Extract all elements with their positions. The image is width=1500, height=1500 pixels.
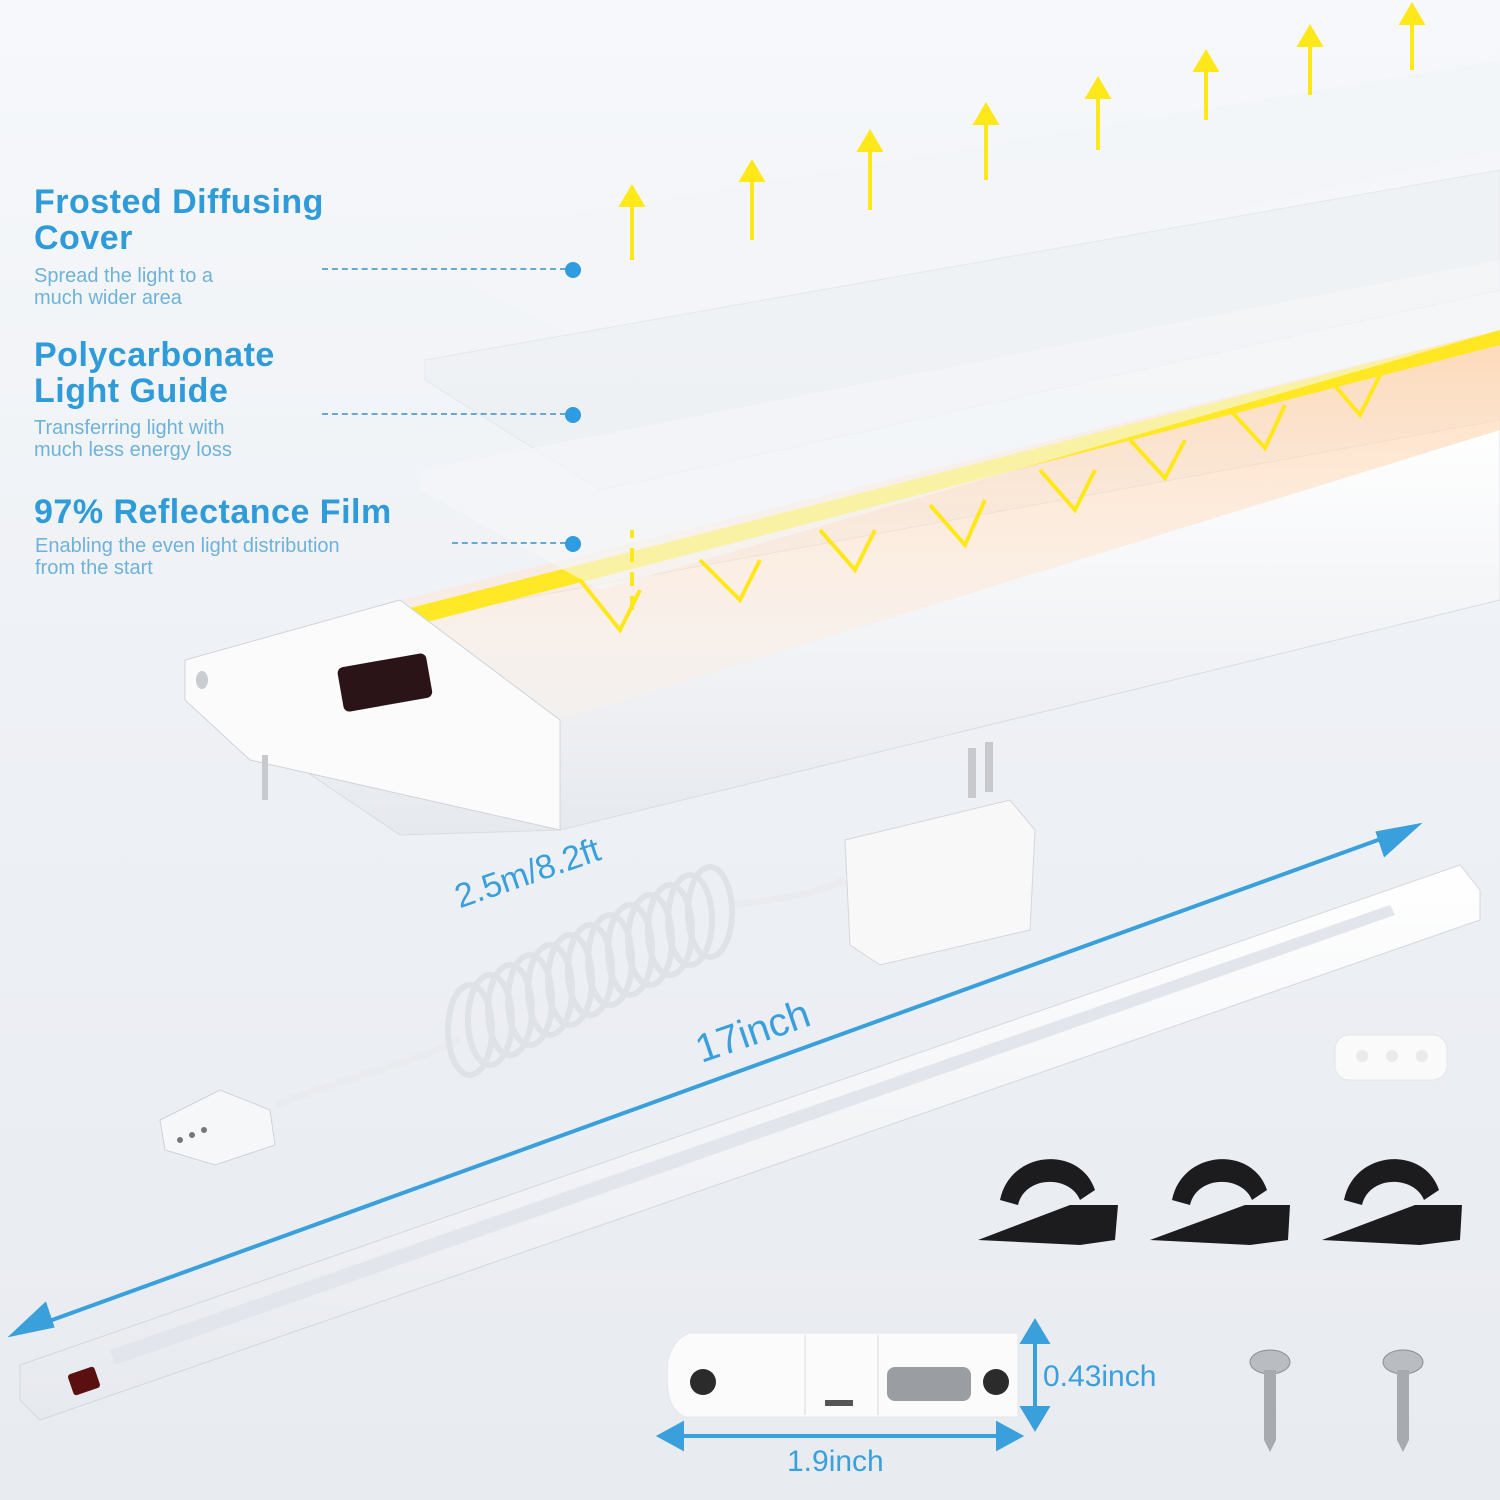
diffuser-sheet xyxy=(420,60,1500,350)
leader-dot xyxy=(565,262,581,278)
leader-line xyxy=(452,542,566,544)
layer-desc-light-guide: Transferring light with much less energy… xyxy=(34,417,232,461)
layer-title-light-guide: Polycarbonate Light Guide xyxy=(34,337,275,409)
layer-title-reflectance-film: 97% Reflectance Film xyxy=(34,494,392,530)
spacer-block xyxy=(1334,1034,1448,1081)
desc-line: much less energy loss xyxy=(34,439,232,461)
title-line: 97% Reflectance Film xyxy=(34,493,392,531)
coiled-cable xyxy=(273,864,847,1109)
light-arrows xyxy=(578,2,1426,634)
title-line: Cover xyxy=(34,219,133,257)
leader-dot xyxy=(565,536,581,552)
screw xyxy=(1382,1349,1424,1452)
cable-clip xyxy=(978,1159,1118,1245)
desc-line: Enabling the even light distribution xyxy=(35,535,340,557)
cable-clip xyxy=(1150,1159,1290,1245)
leader-line xyxy=(322,268,566,270)
cable-clips xyxy=(978,1159,1462,1245)
adapter-prongs xyxy=(968,742,993,798)
end-cap-height-label: 0.43inch xyxy=(1043,1360,1157,1393)
end-cap-detail xyxy=(666,1332,1019,1418)
end-cap-width-label: 1.9inch xyxy=(787,1445,884,1478)
desc-line: much wider area xyxy=(34,287,182,309)
motion-sensor-window xyxy=(337,653,433,712)
layer-desc-reflectance-film: Enabling the even light distribution fro… xyxy=(35,535,340,579)
title-line: Polycarbonate xyxy=(34,336,275,374)
cable-clip xyxy=(1322,1159,1462,1245)
desc-line: from the start xyxy=(35,557,153,579)
power-adapter xyxy=(262,755,1036,966)
connector-plug xyxy=(159,1089,276,1166)
length-arrow xyxy=(7,822,1423,1338)
title-line: Frosted Diffusing xyxy=(34,183,324,221)
reflectance-film xyxy=(420,260,1500,590)
title-line: Light Guide xyxy=(34,372,229,410)
desc-line: Transferring light with xyxy=(34,417,225,439)
screws xyxy=(1249,1349,1424,1452)
end-cap-dimension-arrows xyxy=(655,1318,1051,1452)
desc-line: Spread the light to a xyxy=(34,265,214,287)
screw xyxy=(1249,1349,1291,1452)
leader-dot xyxy=(565,407,581,423)
sensor-window-small xyxy=(67,1366,101,1396)
leader-line xyxy=(322,413,566,415)
layer-title-diffusing-cover: Frosted Diffusing Cover xyxy=(34,184,324,256)
layer-desc-diffusing-cover: Spread the light to a much wider area xyxy=(34,265,213,309)
light-bar-17inch xyxy=(19,864,1481,1421)
